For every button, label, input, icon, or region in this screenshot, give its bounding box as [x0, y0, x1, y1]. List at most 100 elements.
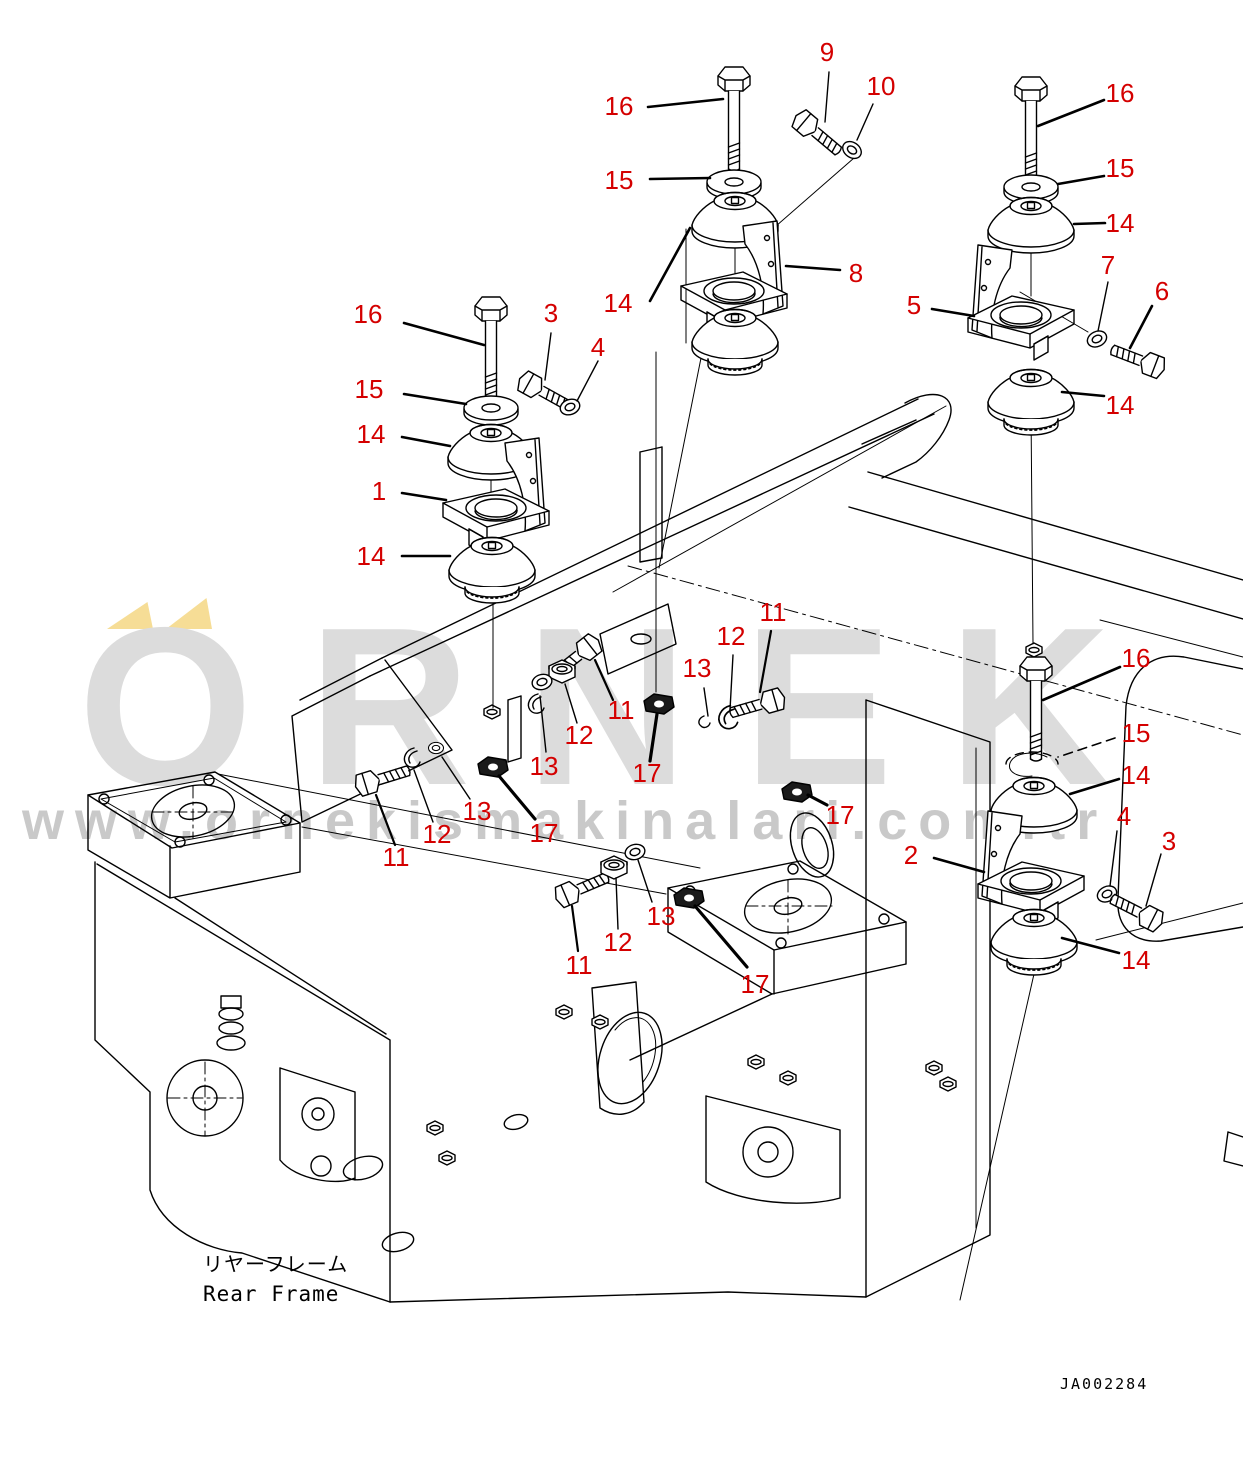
fastener-set-11-12-13-17-bottom-center	[551, 841, 705, 910]
callout-leader	[1128, 304, 1154, 350]
callout-label-4: 4	[1117, 801, 1131, 831]
callout-label-14: 14	[1106, 208, 1135, 238]
callout-label-15: 15	[1106, 153, 1135, 183]
callout-label-16: 16	[354, 299, 383, 329]
callout-leader	[1072, 221, 1107, 226]
callout-leader	[402, 321, 486, 347]
callout-leader	[1036, 98, 1106, 128]
callout-label-16: 16	[605, 91, 634, 121]
callout-leader	[1060, 390, 1106, 398]
callout-leader	[1097, 281, 1109, 332]
drawing-title-japanese: リヤーフレーム	[203, 1252, 349, 1276]
callout-label-14: 14	[357, 419, 386, 449]
callout-label-17: 17	[741, 969, 770, 999]
callout-leader	[441, 756, 471, 800]
mount-cluster-part-1	[442, 296, 550, 603]
fastener-set-3-4-left	[513, 368, 583, 419]
drawing-number: JA002284	[1060, 1375, 1149, 1393]
callout-leader	[703, 687, 709, 717]
callout-leader	[648, 712, 659, 763]
callout-leader	[400, 491, 448, 502]
callout-label-11: 11	[383, 842, 410, 872]
rear-frame-line-art	[87, 642, 1243, 1303]
drawing-title-english: Rear Frame	[203, 1282, 340, 1306]
callout-leader	[930, 307, 976, 318]
callout-leader	[646, 97, 725, 109]
callout-leader	[1057, 737, 1116, 758]
callout-label-15: 15	[605, 165, 634, 195]
clip-17-right	[781, 781, 813, 803]
callout-label-3: 3	[544, 298, 558, 328]
callout-leader	[693, 904, 749, 969]
callout-leader	[932, 856, 986, 874]
callout-leader	[824, 71, 830, 123]
callout-leader	[806, 793, 829, 807]
callout-label-11: 11	[566, 950, 593, 980]
callout-label-12: 12	[604, 927, 633, 957]
callout-label-13: 13	[647, 901, 676, 931]
callout-leader	[1109, 830, 1118, 887]
callout-leader	[593, 658, 615, 702]
callout-label-11: 11	[608, 695, 635, 725]
upper-rail-line-art	[291, 393, 1243, 942]
callout-leader	[1145, 853, 1162, 907]
fastener-set-11-12-13-center	[698, 686, 789, 730]
callout-leader	[648, 226, 692, 303]
callout-label-15: 15	[355, 374, 384, 404]
callout-leader	[497, 774, 537, 821]
callout-leader	[1068, 777, 1121, 796]
callout-label-14: 14	[604, 288, 633, 318]
callout-label-4: 4	[591, 332, 605, 362]
callout-label-14: 14	[1106, 390, 1135, 420]
callout-label-10: 10	[867, 71, 896, 101]
callout-leader	[374, 793, 397, 847]
callout-label-16: 16	[1106, 78, 1135, 108]
callout-label-17: 17	[530, 818, 559, 848]
callout-leader	[784, 264, 842, 272]
mount-cluster-part-8	[680, 66, 788, 375]
watermark-logo: ORNEK	[78, 580, 1166, 832]
callout-label-9: 9	[820, 37, 834, 67]
callout-leader	[402, 392, 468, 406]
callout-label-13: 13	[530, 751, 559, 781]
fastener-set-11-12-13-17-bottom-left	[351, 741, 509, 799]
fastener-set-9-10	[788, 106, 866, 163]
callout-label-12: 12	[565, 720, 594, 750]
callout-leader	[1056, 174, 1106, 186]
callout-leader	[564, 683, 578, 724]
callout-leader	[539, 695, 547, 753]
callout-leader	[413, 769, 434, 823]
callout-label-14: 14	[357, 541, 386, 571]
callout-label-17: 17	[826, 800, 855, 830]
callout-leader	[856, 103, 874, 141]
callout-leader-lines	[374, 71, 1162, 969]
callout-leader	[615, 877, 619, 930]
callout-label-15: 15	[1122, 718, 1151, 748]
callout-leader	[648, 176, 712, 181]
callout-label-5: 5	[907, 290, 921, 320]
callout-label-2: 2	[904, 840, 918, 870]
callout-leader	[1060, 936, 1121, 955]
callout-leader	[637, 859, 653, 903]
callout-label-7: 7	[1101, 250, 1115, 280]
callout-label-14: 14	[1122, 760, 1151, 790]
drawing-title-block: リヤーフレーム Rear Frame	[203, 1248, 348, 1306]
callout-label-13: 13	[463, 796, 492, 826]
callout-label-16: 16	[1122, 643, 1151, 673]
callout-label-14: 14	[1122, 945, 1151, 975]
mount-cluster-part-2	[977, 656, 1168, 975]
callout-label-1: 1	[372, 476, 386, 506]
callout-label-3: 3	[1162, 826, 1176, 856]
callout-leader	[400, 435, 452, 448]
callout-label-13: 13	[683, 653, 712, 683]
callout-label-12: 12	[423, 819, 452, 849]
callout-label-8: 8	[849, 258, 863, 288]
callout-leader	[576, 360, 599, 402]
clip-17-center	[643, 693, 675, 715]
callout-leader	[729, 654, 734, 711]
callout-leader	[570, 904, 580, 953]
callout-leader	[544, 332, 552, 381]
callout-label-11: 11	[760, 597, 787, 627]
